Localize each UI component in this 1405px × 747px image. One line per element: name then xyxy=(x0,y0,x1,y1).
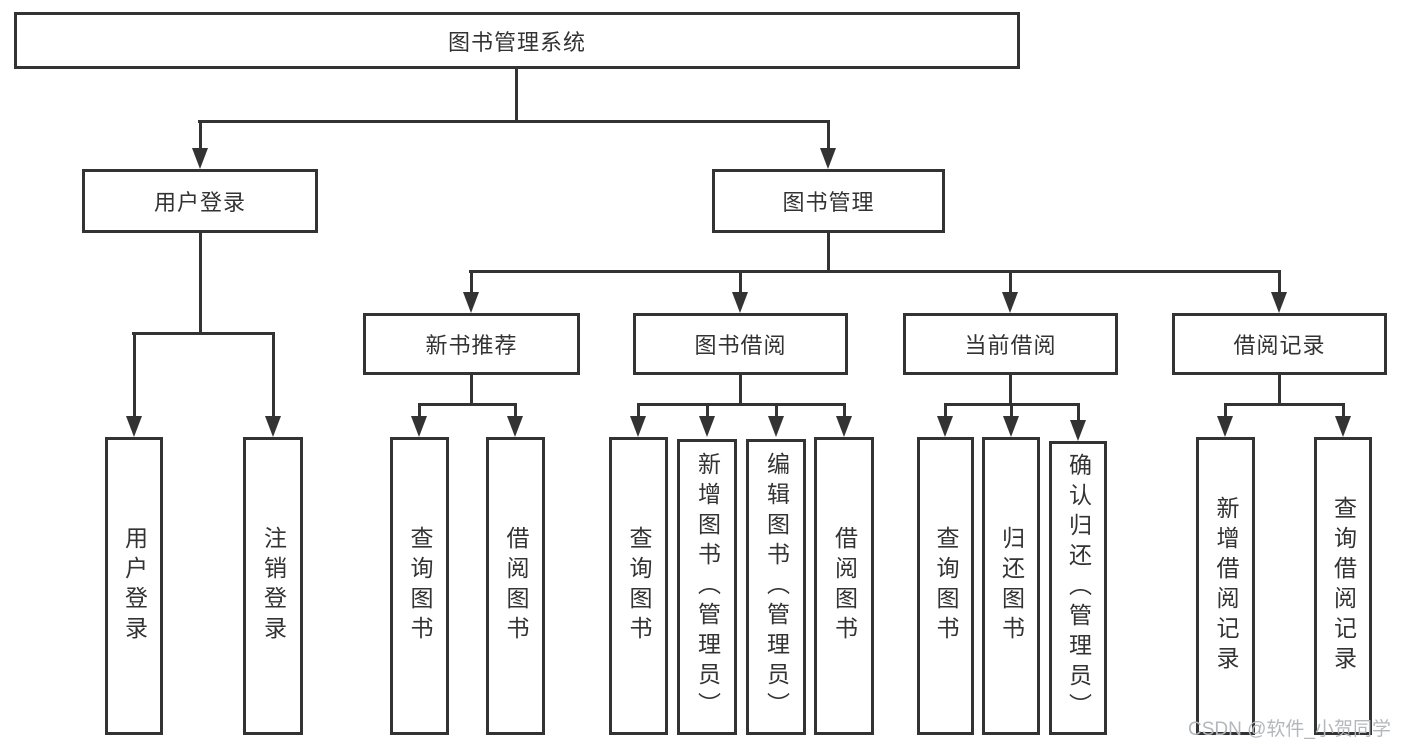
leaf-label: 用户登录 xyxy=(121,526,148,646)
arrow-down-icon xyxy=(630,416,646,437)
edge-root-crossbar xyxy=(198,120,830,123)
csdn-watermark: CSDN @软件_小贺同学 xyxy=(1188,719,1391,740)
edge-to-borrowing-records-stem xyxy=(1278,270,1281,294)
node-book-borrowing: 图书借阅 xyxy=(633,313,848,375)
arrow-down-icon xyxy=(192,148,208,169)
edge-to-book-management-stem xyxy=(827,120,830,150)
arrow-down-icon xyxy=(1271,292,1287,313)
node-label: 图书借阅 xyxy=(694,333,787,358)
node-label: 当前借阅 xyxy=(964,333,1057,358)
edge-to-leaf-confirm-return-stem xyxy=(1077,403,1080,422)
leaf-logout: 注销登录 xyxy=(243,437,303,735)
edge-to-new-book-recommendation-stem xyxy=(470,270,473,294)
leaf-label: 查询图书 xyxy=(933,526,959,646)
leaf-user-login: 用户登录 xyxy=(105,437,163,735)
arrow-down-icon xyxy=(836,416,852,437)
edge-to-leaf-logout-stem xyxy=(272,332,275,418)
leaf-label: 借阅图书 xyxy=(503,526,529,646)
leaf-add-borrow-record: 新增借阅记录 xyxy=(1196,437,1255,735)
edge-user-login-crossbar xyxy=(132,332,275,335)
arrow-down-icon xyxy=(699,416,715,437)
leaf-label: 借阅图书 xyxy=(831,526,858,646)
leaf-label: 新增借阅记录 xyxy=(1213,496,1239,676)
edge-to-leaf-user-login-stem xyxy=(133,332,136,418)
arrow-down-icon xyxy=(768,416,784,437)
leaf-label: 编辑图书（管理员） xyxy=(763,452,790,722)
edge-to-book-borrowing-stem xyxy=(739,270,742,294)
edge-user-login-trunk xyxy=(199,233,202,335)
leaf-query-books-current: 查询图书 xyxy=(917,437,974,735)
node-label: 新书推荐 xyxy=(425,333,518,358)
edge-book-management-trunk xyxy=(827,233,830,273)
edge-current-borrowing-trunk xyxy=(1009,375,1012,406)
leaf-query-books-borrowing: 查询图书 xyxy=(609,437,668,735)
arrow-down-icon xyxy=(732,292,748,313)
node-library-management-system: 图书管理系统 xyxy=(14,12,1020,69)
leaf-return-books: 归还图书 xyxy=(982,437,1040,735)
arrow-down-icon xyxy=(1070,420,1086,441)
edge-book-management-crossbar xyxy=(469,270,1281,273)
edge-to-current-borrowing-stem xyxy=(1009,270,1012,294)
leaf-label: 查询借阅记录 xyxy=(1330,496,1357,676)
leaf-borrow-books-recommendation: 借阅图书 xyxy=(486,437,545,735)
leaf-query-books-recommendation: 查询图书 xyxy=(390,437,449,735)
edge-to-leaf-query-borrow-record-stem xyxy=(1342,403,1345,418)
edge-to-leaf-query-books-stem xyxy=(944,403,947,418)
leaf-label: 查询图书 xyxy=(626,526,652,646)
node-book-management: 图书管理 xyxy=(712,169,945,233)
arrow-down-icon xyxy=(265,416,281,437)
edge-to-leaf-borrow-books-stem xyxy=(843,403,846,418)
leaf-label: 归还图书 xyxy=(998,526,1025,646)
arrow-down-icon xyxy=(1002,292,1018,313)
leaf-borrow-books-borrowing: 借阅图书 xyxy=(814,437,874,735)
arrow-down-icon xyxy=(507,416,523,437)
edge-book-borrowing-trunk xyxy=(739,375,742,406)
edge-to-leaf-borrow-books-stem xyxy=(514,403,517,418)
arrow-down-icon xyxy=(1003,416,1019,437)
node-label: 图书管理 xyxy=(782,190,875,215)
edge-root-trunk xyxy=(515,69,518,123)
node-user-login: 用户登录 xyxy=(82,169,318,233)
arrow-down-icon xyxy=(411,416,427,437)
leaf-label: 查询图书 xyxy=(407,526,433,646)
arrow-down-icon xyxy=(820,148,836,169)
edge-to-user-login-stem xyxy=(199,120,202,150)
node-label: 图书管理系统 xyxy=(447,29,586,55)
leaf-add-book-admin: 新增图书（管理员） xyxy=(677,439,737,735)
leaf-confirm-return-admin: 确认归还（管理员） xyxy=(1049,441,1107,735)
arrow-down-icon xyxy=(1217,416,1233,437)
arrow-down-icon xyxy=(937,416,953,437)
edge-to-leaf-query-books-stem xyxy=(637,403,640,418)
node-label: 用户登录 xyxy=(153,190,246,215)
edge-borrowing-records-trunk xyxy=(1278,375,1281,406)
edge-to-leaf-return-books-stem xyxy=(1010,403,1013,418)
leaf-edit-book-admin: 编辑图书（管理员） xyxy=(746,439,806,735)
node-label: 借阅记录 xyxy=(1233,333,1326,358)
edge-to-leaf-edit-book-stem xyxy=(775,403,778,418)
leaf-label: 注销登录 xyxy=(260,526,287,646)
edge-new-book-recommendation-trunk xyxy=(470,375,473,406)
arrow-down-icon xyxy=(1335,416,1351,437)
node-current-borrowing: 当前借阅 xyxy=(903,313,1118,375)
node-borrowing-records: 借阅记录 xyxy=(1172,313,1387,375)
edge-new-book-recommendation-crossbar xyxy=(418,403,517,406)
leaf-query-borrow-record: 查询借阅记录 xyxy=(1314,437,1372,735)
edge-borrowing-records-crossbar xyxy=(1224,403,1344,406)
edge-book-borrowing-crossbar xyxy=(637,403,845,406)
arrow-down-icon xyxy=(463,292,479,313)
arrow-down-icon xyxy=(126,416,142,437)
edge-to-leaf-add-borrow-record-stem xyxy=(1224,403,1227,418)
leaf-label: 新增图书（管理员） xyxy=(694,452,721,722)
node-new-book-recommendation: 新书推荐 xyxy=(363,313,580,375)
edge-to-leaf-add-book-stem xyxy=(706,403,709,418)
edge-to-leaf-query-books-stem xyxy=(418,403,421,418)
leaf-label: 确认归还（管理员） xyxy=(1065,453,1092,723)
